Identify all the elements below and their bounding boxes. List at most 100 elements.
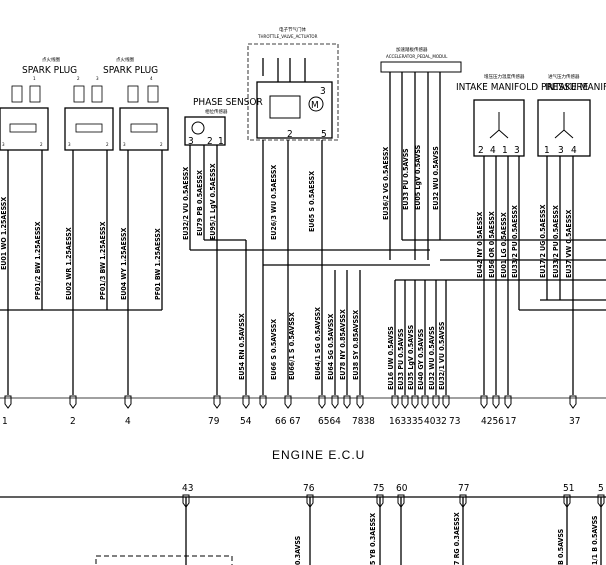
wire-label-eu79: EU79 PB 0.5AESSX <box>196 170 204 236</box>
lower-section: 43 76 75 60 77 51 5 0.3AVSS 5 YB 0.3AESS… <box>0 483 606 565</box>
lower-terminals <box>182 494 605 508</box>
coil-plug-2b <box>91 85 103 103</box>
coil-label-1: 1 <box>33 76 36 82</box>
ecu-terminal-marker <box>442 395 450 409</box>
wire-label-eu65: EU65 S 0.5AESSX <box>308 171 316 232</box>
lower-wire-label-3: 7 RG 0.3AESSX <box>453 512 461 565</box>
wire-labels: EU01 WO 1.25AESSX PF01/2 BW 1.25AESSX EU… <box>0 144 573 390</box>
throttle-pin-5: 5 <box>321 129 327 140</box>
spark-plug-label-2: SPARK PLUG <box>103 65 158 76</box>
ecu-terminal-marker <box>69 395 77 409</box>
throttle-label: THROTTLE_VALVE_ACTUATOR <box>257 34 318 40</box>
phase-pin-3: 3 <box>188 136 194 147</box>
phase-sensor-box <box>184 116 226 146</box>
wire-label-eu78: EU78 NY 0.85AVSSX <box>339 309 347 380</box>
lower-terminal-marker <box>397 494 405 508</box>
ecu-terminal-marker <box>284 395 292 409</box>
wire-label-eu02: EU02 WR 1.25AESSX <box>65 227 73 300</box>
coil-box-2 <box>64 107 114 151</box>
ecu-terminal-marker <box>480 395 488 409</box>
ecu-terminal-marker <box>213 395 221 409</box>
wire-label-eu66: EU66 S 0.5AVSSX <box>270 319 278 380</box>
ecu-terminal-marker <box>391 395 399 409</box>
pin-1: 1 <box>2 416 8 427</box>
ecu-terminal-marker <box>331 395 339 409</box>
wire-label-eu01: EU01 WO 1.25AESSX <box>0 197 8 270</box>
intake-cn-label-1: 增压压力温度传感器 <box>484 73 525 80</box>
intake2-pin-1: 1 <box>544 145 550 156</box>
pedal-group: 加速踏板传感器 ACCELERATOR_PEDAL_MODUL <box>380 46 462 73</box>
lower-pin-76: 76 <box>303 483 315 494</box>
intake-group: 增压压力温度传感器 进气压力传感器 INTAKE MANIFOLD PRESSU… <box>456 73 606 157</box>
wire-label-eu35: EU35 LgV 0.5AVSS <box>407 324 415 390</box>
wire-label-eu33: EU33 PU 0.5AVSS <box>402 148 410 210</box>
lower-terminal-marker <box>597 494 605 508</box>
motor-icon <box>308 96 324 112</box>
pedal-cn-label: 加速踏板传感器 <box>396 46 428 53</box>
spark-plug-group: 点火线圈 SPARK PLUG 点火线圈 SPARK PLUG 3 2 3 2 … <box>0 56 169 151</box>
phase-pin-1: 1 <box>218 136 224 147</box>
coil1-pin-3: 3 <box>2 142 5 148</box>
wire-label-eu01l: EU01 LG 0.5AESSX <box>500 212 508 278</box>
coil-plug-1a <box>11 85 23 103</box>
intake2-pin-4: 4 <box>571 145 577 156</box>
ecu-terminal-marker <box>4 395 12 409</box>
coil2-pin-3: 3 <box>68 142 71 148</box>
intake-pin-4: 4 <box>490 145 496 156</box>
coil1-pin-2: 2 <box>40 142 43 148</box>
ecu-terminal-marker <box>259 395 267 409</box>
ecu-terminal-marker <box>492 395 500 409</box>
throttle-box <box>256 81 333 139</box>
pin-54: 54 <box>240 416 252 427</box>
pin-4: 4 <box>125 416 131 427</box>
throttle-dashed-box <box>247 43 339 141</box>
pin-7838: 7838 <box>352 416 375 427</box>
wire-label-eu56: EU56 OR 0.5AESSX <box>488 211 496 278</box>
wire-label-eu172: EU17/2 UG 0.5AESSX <box>539 204 547 278</box>
pin-4032: 4032 <box>424 416 447 427</box>
wire-label-eu95: EU95/1 LgV 0.5AESSX <box>209 163 217 240</box>
coil-plug-3a <box>127 85 139 103</box>
intake-pin-1: 1 <box>502 145 508 156</box>
lower-pin-43: 43 <box>182 483 193 494</box>
wire-label-eu16: EU16 UW 0.5AVSS <box>387 326 395 390</box>
wire-label-eu362: EU36/2 VG 0.5AESSX <box>382 147 390 220</box>
coil-core-2 <box>75 123 103 133</box>
intake-sensor-symbol-2 <box>554 112 574 139</box>
lower-pin-60: 60 <box>396 483 408 494</box>
wire-label-eu32b: EU32 WU 0.5AVSS <box>428 326 436 390</box>
wire-label-eu641: EU64/1 SG 0.5AVSSX <box>314 307 322 380</box>
coil-box-1 <box>0 107 49 151</box>
ecu-title: ENGINE E.C.U <box>272 448 365 462</box>
intake-sensor-box-2 <box>537 99 591 157</box>
intake2-pin-3: 3 <box>558 145 564 156</box>
pin-163335: 163335 <box>389 416 423 427</box>
intake-label-2: INTAKE MANIFOLD <box>545 82 606 93</box>
lower-pin-75: 75 <box>373 483 384 494</box>
intake-pin-3: 3 <box>514 145 520 156</box>
wire-label-eu321: EU32/1 VU 0.5AVSS <box>438 321 446 390</box>
ecu-pin-row: 1 2 4 79 54 66 67 6564 7838 163335 4032 … <box>0 397 606 427</box>
coil3-pin-2: 2 <box>160 142 163 148</box>
wire-label-eu64b: EU64 SG 0.5AVSSX <box>327 314 335 380</box>
wire-label-eu05: EU05 LgV 0.5AVSS <box>414 144 422 210</box>
wire-label-pf01: PF01 BW 1.25AESSX <box>154 228 162 300</box>
pin-66-67: 66 67 <box>275 416 301 427</box>
wire-label-eu37: EU37 VW 0.5AESSX <box>565 210 573 278</box>
phase-sensor-label: PHASE SENSOR <box>193 97 263 108</box>
wire-lines <box>0 58 606 395</box>
coil-box-3 <box>119 107 169 151</box>
intake-label-1: INTAKE MANIFOLD PRESSURE <box>456 82 589 93</box>
coil-plug-3b <box>147 85 159 103</box>
coil-label-2: 2 <box>77 76 80 82</box>
coil-plug-2a <box>73 85 85 103</box>
lower-wire-label-2: 5 YB 0.3AESSX <box>369 513 377 565</box>
ecu-terminal-marker <box>569 395 577 409</box>
intake-pin-2: 2 <box>478 145 484 156</box>
ecu-terminal-marker <box>504 395 512 409</box>
wire-label-eu40: EU40 GY 0.5AVSS <box>417 328 425 390</box>
wire-label-eu332b: EU33/2 PU 0.5AESSX <box>552 205 560 278</box>
pin-37: 37 <box>569 416 580 427</box>
ecu-terminal-marker <box>124 395 132 409</box>
